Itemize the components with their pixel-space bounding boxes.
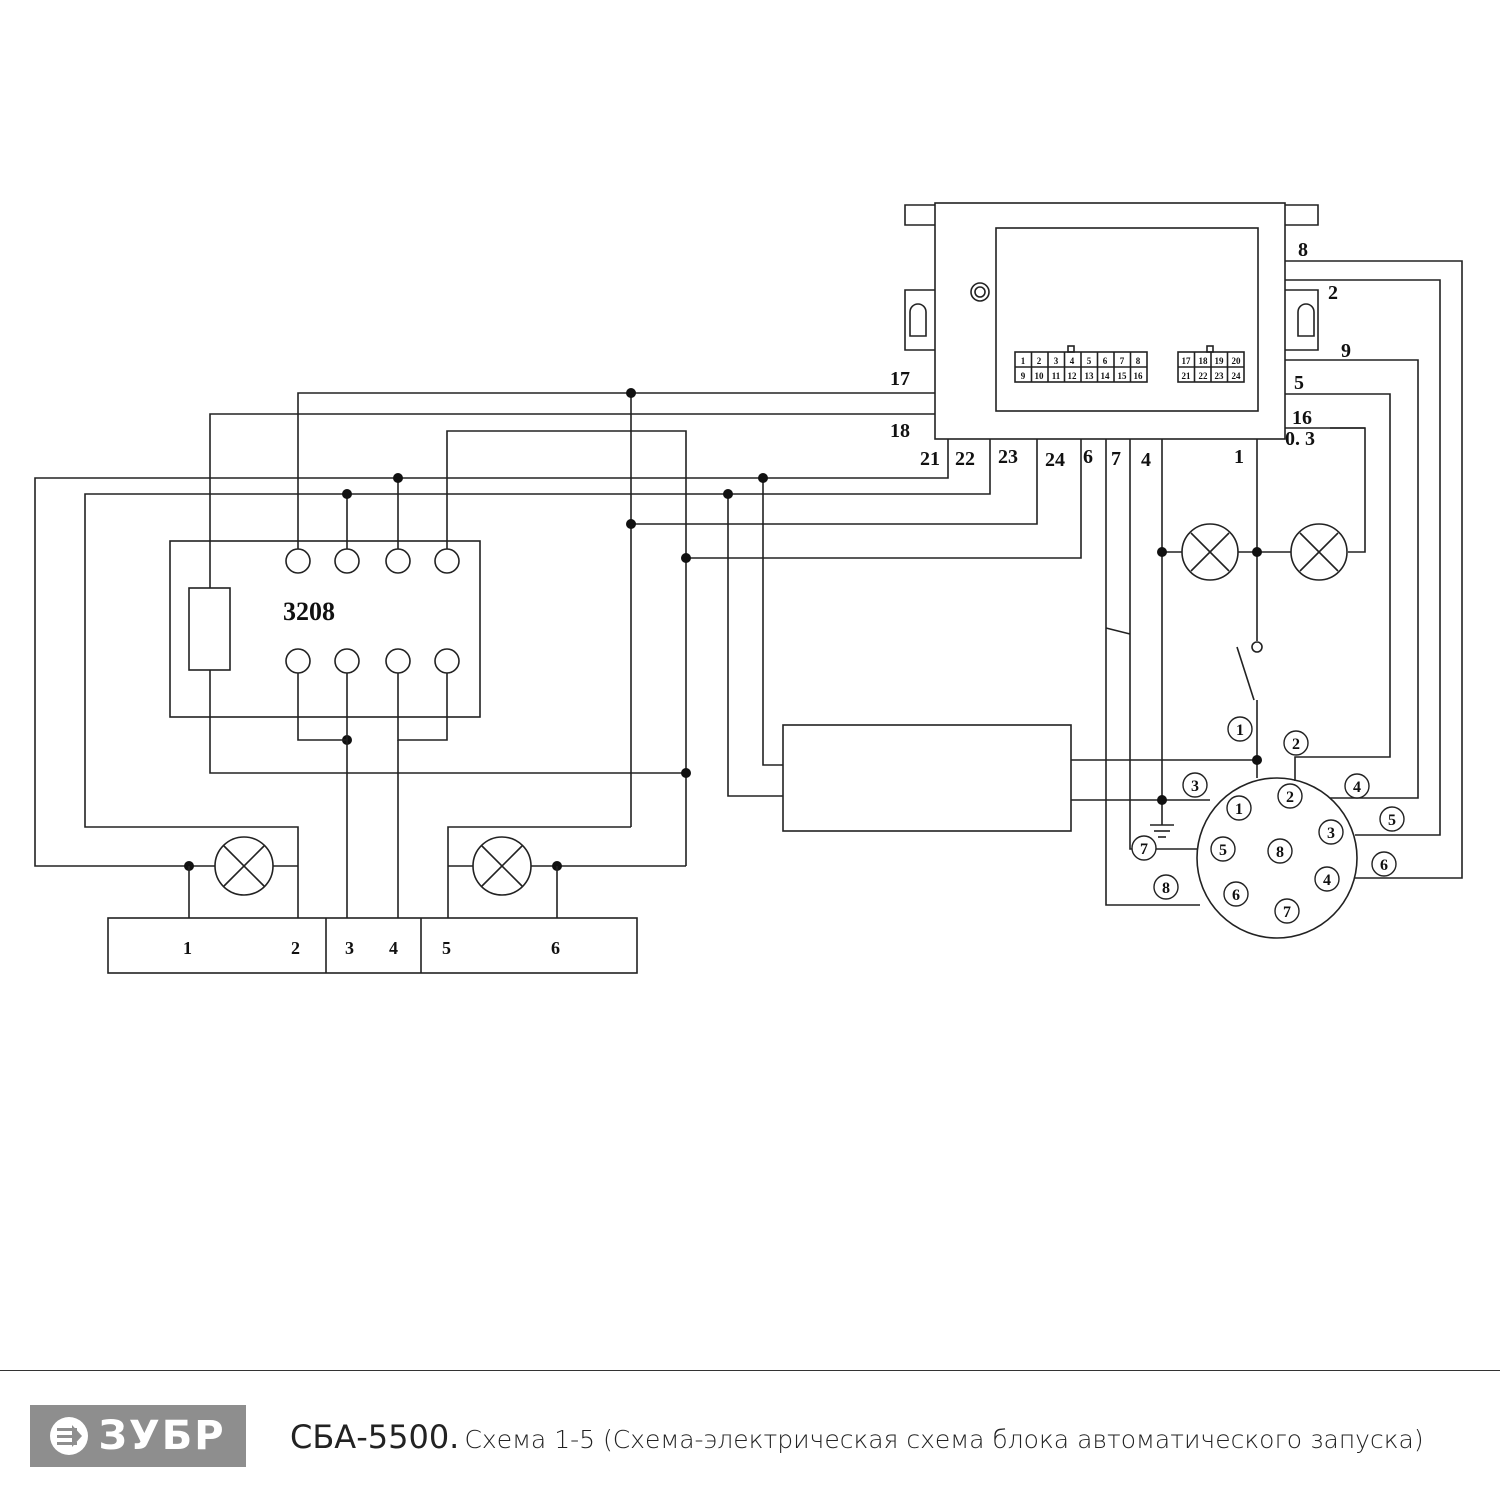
pin-label: 2 bbox=[1328, 282, 1338, 304]
pin-label: 8 bbox=[1298, 239, 1308, 261]
plug-pin-label: 3 bbox=[1327, 825, 1335, 842]
brand-name: ЗУБР bbox=[98, 1413, 226, 1459]
connector-pin: 12 bbox=[1068, 371, 1078, 381]
connector-side-labels: 17 18 19 20 21 22 23 24 bbox=[1182, 356, 1242, 381]
connector-pin: 24 bbox=[1232, 371, 1242, 381]
plug-pin-label: 4 bbox=[1323, 872, 1331, 889]
terminal-strip bbox=[107, 917, 638, 974]
pin-label: 5 bbox=[1294, 372, 1304, 394]
terminal-strip-labels: 1 2 3 4 5 6 bbox=[183, 938, 560, 958]
connector-pin: 8 bbox=[1136, 356, 1141, 366]
plug-pin-label: 8 bbox=[1276, 844, 1284, 861]
controller-right-pin-labels: 8 2 9 5 16 0. 3 bbox=[1285, 239, 1351, 450]
connector-pin: 6 bbox=[1103, 356, 1108, 366]
connector-side bbox=[1177, 345, 1245, 383]
terminal-label: 3 bbox=[345, 938, 354, 958]
connector-pin: 17 bbox=[1182, 356, 1192, 366]
terminal-label: 6 bbox=[551, 938, 560, 958]
arrow-circle-logo-icon bbox=[50, 1417, 89, 1455]
pin-label: 4 bbox=[1141, 449, 1151, 471]
wire-tag-label: 5 bbox=[1388, 812, 1396, 829]
footer-divider bbox=[0, 1370, 1500, 1371]
connector-pin: 10 bbox=[1035, 371, 1045, 381]
pin-label: 9 bbox=[1341, 340, 1351, 362]
connector-pin: 3 bbox=[1054, 356, 1059, 366]
pin-label: 18 bbox=[890, 420, 910, 442]
connector-pin: 4 bbox=[1070, 356, 1075, 366]
junctions bbox=[184, 388, 1262, 871]
pin-label: 16 bbox=[1292, 407, 1312, 429]
wire-tag-label: 1 bbox=[1236, 722, 1244, 739]
terminal-label: 1 bbox=[183, 938, 192, 958]
connector-pin: 16 bbox=[1134, 371, 1144, 381]
plug-pin-label: 1 bbox=[1235, 801, 1243, 818]
wiring-diagram: 3208 17 18 21 22 23 24 6 7 4 1 8 2 9 5 1… bbox=[34, 202, 1463, 974]
lamp-middle-icon bbox=[472, 836, 532, 896]
pin-label: 7 bbox=[1111, 448, 1121, 470]
plug-wire-tags: 1 2 3 4 5 6 7 8 bbox=[1131, 716, 1405, 900]
lamp-right-b-icon bbox=[1290, 523, 1348, 581]
plug-pin-label: 5 bbox=[1219, 842, 1227, 859]
block-3208-top-terminals bbox=[285, 548, 460, 574]
connector-pin: 9 bbox=[1021, 371, 1026, 381]
terminal-label: 2 bbox=[291, 938, 300, 958]
connector-pin: 23 bbox=[1215, 371, 1225, 381]
starter-module bbox=[782, 724, 1072, 832]
connector-pin: 2 bbox=[1037, 356, 1042, 366]
connector-pin: 14 bbox=[1101, 371, 1111, 381]
controller-bottom-pin-labels: 21 22 23 24 6 7 4 1 bbox=[920, 446, 1244, 471]
pin-label: 23 bbox=[998, 446, 1018, 468]
pin-label: 22 bbox=[955, 448, 975, 470]
wire-tag-label: 3 bbox=[1191, 778, 1199, 795]
connector-pin: 1 bbox=[1021, 356, 1026, 366]
figure-caption: СБА-5500. Схема 1-5 (Схема-электрическая… bbox=[290, 1418, 1424, 1456]
connector-pin: 22 bbox=[1199, 371, 1209, 381]
lamp-left-icon bbox=[214, 836, 274, 896]
wire-tag-label: 6 bbox=[1380, 857, 1388, 874]
connector-pin: 15 bbox=[1118, 371, 1128, 381]
connector-main bbox=[1014, 345, 1148, 383]
wire-tag-label: 2 bbox=[1292, 736, 1300, 753]
plug-pin-label: 6 bbox=[1232, 887, 1240, 904]
connector-pin: 5 bbox=[1087, 356, 1092, 366]
connector-pin: 19 bbox=[1215, 356, 1225, 366]
terminal-label: 4 bbox=[389, 938, 398, 958]
controller-box bbox=[904, 202, 1319, 440]
terminal-label: 5 bbox=[442, 938, 451, 958]
plug-pin-label: 7 bbox=[1283, 904, 1291, 921]
pin-label: 6 bbox=[1083, 446, 1093, 468]
controller-left-pin-labels: 17 18 bbox=[890, 368, 910, 442]
pin-label: 21 bbox=[920, 448, 940, 470]
connector-pin: 21 bbox=[1182, 371, 1192, 381]
wire-tag-label: 4 bbox=[1353, 779, 1361, 796]
pin-note: 0. 3 bbox=[1285, 428, 1315, 450]
caption-text: Схема 1-5 (Схема-электрическая схема бло… bbox=[464, 1425, 1424, 1454]
connector-pin: 11 bbox=[1052, 371, 1061, 381]
connector-pin: 13 bbox=[1085, 371, 1095, 381]
plug-inner-pins: 1 2 3 4 5 6 7 8 bbox=[1210, 783, 1344, 924]
plug-pin-label: 2 bbox=[1286, 789, 1294, 806]
connector-main-labels: 1 2 3 4 5 6 7 8 9 10 11 12 13 14 15 16 bbox=[1021, 356, 1143, 381]
wire-tag-label: 7 bbox=[1140, 841, 1148, 858]
generator-plug bbox=[1196, 777, 1358, 939]
connector-pin: 7 bbox=[1120, 356, 1125, 366]
model-name: СБА-5500. bbox=[290, 1418, 460, 1456]
pin-label: 1 bbox=[1234, 446, 1244, 468]
wires bbox=[34, 260, 1463, 918]
pin-label: 17 bbox=[890, 368, 910, 390]
block-3208-label: 3208 bbox=[283, 597, 335, 626]
connector-pin: 18 bbox=[1199, 356, 1209, 366]
relay-3208-block bbox=[169, 540, 481, 718]
pin-label: 24 bbox=[1045, 449, 1065, 471]
lamp-right-a-icon bbox=[1181, 523, 1239, 581]
block-3208-bottom-terminals bbox=[285, 648, 460, 674]
connector-pin: 20 bbox=[1232, 356, 1242, 366]
brand-logo: ЗУБР bbox=[30, 1405, 246, 1467]
wire-tag-label: 8 bbox=[1162, 880, 1170, 897]
